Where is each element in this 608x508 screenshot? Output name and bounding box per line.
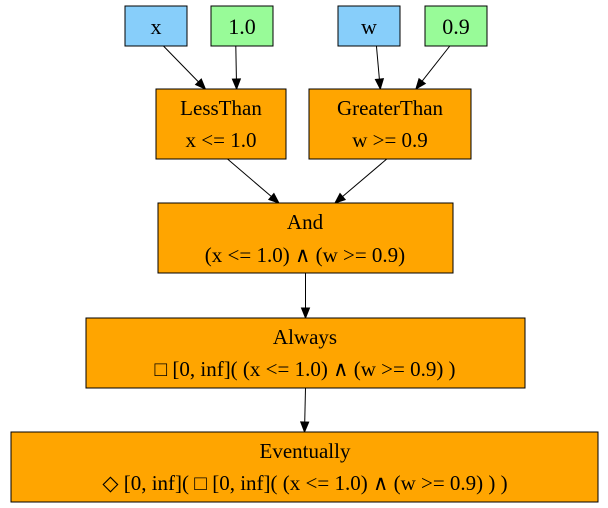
node-w: w — [337, 5, 401, 47]
node-eventually: Eventually ◇ [0, inf]( □ [0, inf]( (x <=… — [10, 431, 599, 503]
node-x: x — [124, 5, 188, 47]
node-x-label: x — [151, 14, 162, 39]
node-and: And (x <= 1.0) ∧ (w >= 0.9) — [157, 202, 454, 274]
edge-lessthan-to-and — [227, 158, 280, 204]
edge-w-to-greaterthan — [374, 45, 385, 91]
node-and-title: And — [287, 210, 324, 234]
node-constant-1.0-label: 1.0 — [228, 14, 256, 39]
node-eventually-box — [10, 431, 599, 503]
node-x-box — [124, 5, 188, 47]
node-lessthan-box — [155, 88, 287, 160]
node-lessthan: LessThan x <= 1.0 — [155, 88, 287, 160]
node-always-box — [85, 317, 526, 389]
node-constant-0.9-box — [424, 5, 488, 47]
node-constant-0.9-label: 0.9 — [442, 14, 470, 39]
node-greaterthan-box — [308, 88, 472, 160]
node-greaterthan-expression: w >= 0.9 — [352, 128, 428, 152]
edge-and-to-always — [300, 273, 311, 320]
node-eventually-expression: ◇ [0, inf]( □ [0, inf]( (x <= 1.0) ∧ (w … — [102, 471, 507, 495]
node-always-expression: □ [0, inf]( (x <= 1.0) ∧ (w >= 0.9) ) — [154, 357, 455, 381]
node-always-title: Always — [273, 325, 337, 349]
node-constant-0.9: 0.9 — [424, 5, 488, 47]
node-always: Always □ [0, inf]( (x <= 1.0) ∧ (w >= 0.… — [85, 317, 526, 389]
edges-layer — [163, 45, 451, 434]
node-and-expression: (x <= 1.0) ∧ (w >= 0.9) — [205, 243, 405, 267]
node-eventually-title: Eventually — [260, 439, 351, 463]
node-greaterthan: GreaterThan w >= 0.9 — [308, 88, 472, 160]
node-lessthan-title: LessThan — [180, 96, 262, 120]
edge-always-to-eventually — [299, 387, 310, 434]
node-lessthan-expression: x <= 1.0 — [186, 128, 257, 152]
node-and-box — [157, 202, 454, 274]
node-greaterthan-title: GreaterThan — [337, 96, 444, 120]
edge-x-to-lessthan — [163, 45, 207, 90]
edge-greaterthan-to-and — [333, 158, 388, 204]
edge-0.9-to-greaterthan — [415, 45, 451, 91]
nodes-layer: x 1.0 w 0.9 LessThan x <= 1.0 GreaterTha… — [10, 5, 599, 503]
node-constant-1.0: 1.0 — [210, 5, 274, 47]
node-constant-1.0-box — [210, 5, 274, 47]
node-w-label: w — [361, 14, 377, 39]
node-w-box — [337, 5, 401, 47]
edge-1.0-to-lessthan — [231, 45, 242, 91]
